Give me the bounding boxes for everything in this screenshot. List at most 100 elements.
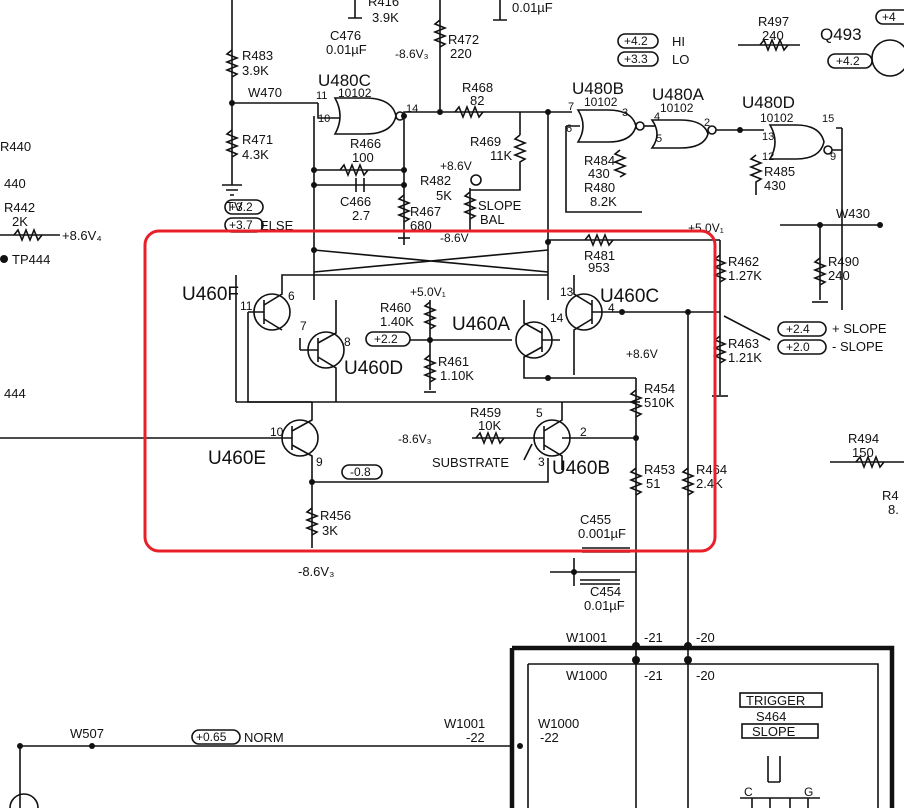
plus-slope-label: + SLOPE xyxy=(832,321,887,336)
pin-u460c-13: 13 xyxy=(560,285,574,299)
left-edge-section: R440 440 R442 2K +8.6V₄ TP444 444 xyxy=(0,139,270,439)
r456-val: 3K xyxy=(322,523,338,538)
c466-ref: C466 xyxy=(340,194,371,209)
r467-val: 680 xyxy=(410,218,432,233)
r483-val: 3.9K xyxy=(242,63,269,78)
u480b-part: 10102 xyxy=(584,95,618,109)
pin-u460d-8: 8 xyxy=(344,335,351,349)
r416-ref: R416 xyxy=(368,0,399,9)
bubble-q493-top: +4 xyxy=(882,10,896,24)
u480c-part: 10102 xyxy=(338,86,372,100)
r-edge-val: 8. xyxy=(888,502,899,517)
u480b-ref: U480B xyxy=(572,79,624,98)
v-pos86-r454: +8.6V xyxy=(626,347,658,361)
r485-val: 430 xyxy=(764,178,786,193)
r497-ref: R497 xyxy=(758,14,789,29)
w470-label: W470 xyxy=(248,85,282,100)
u480a-part: 10102 xyxy=(660,101,694,115)
pin-u480c-14: 14 xyxy=(406,103,418,115)
pin-u460f-11: 11 xyxy=(240,299,253,313)
conn-21b: -21 xyxy=(644,668,663,683)
u460e-ref: U460E xyxy=(208,448,266,469)
s464-label: S464 xyxy=(756,709,786,724)
w507-label: W507 xyxy=(70,726,104,741)
v-neg86-top: -8.6V₃ xyxy=(395,47,429,61)
trigger-label: TRIGGER xyxy=(746,693,805,708)
c466-val: 2.7 xyxy=(352,208,370,223)
v-neg86-partial: -8.6V xyxy=(440,231,469,245)
v-5-r460: +5.0V₁ xyxy=(410,285,446,299)
u480a-ref: U480A xyxy=(652,85,705,104)
r460-val: 1.40K xyxy=(380,314,414,329)
r454-val: 510K xyxy=(644,395,675,410)
norm-label: NORM xyxy=(244,730,284,745)
c455-val: 0.001µF xyxy=(578,526,626,541)
v-neg86-r456: -8.6V₃ xyxy=(298,564,334,579)
conn-22b: -22 xyxy=(540,730,559,745)
bubble-plus-slope-value: +2.4 xyxy=(786,322,810,336)
r460-ref: R460 xyxy=(380,300,411,315)
w1001-top: W1001 xyxy=(566,630,607,645)
r467-ref: R467 xyxy=(410,204,441,219)
r-edge-ref: R4 xyxy=(882,488,899,503)
v-neg86-r459: -8.6V₃ xyxy=(398,432,432,446)
r494-val: 150 xyxy=(852,445,874,460)
r464-ref: R464 xyxy=(696,462,727,477)
r440-ref: R440 xyxy=(0,139,31,154)
u460f-ref: U460F xyxy=(182,284,239,305)
r456-ref: R456 xyxy=(320,508,351,523)
pin-u460e-9: 9 xyxy=(316,455,323,469)
r472-val: 220 xyxy=(450,46,472,61)
tv-label: TV xyxy=(226,199,243,214)
substrate-label: SUBSTRATE xyxy=(432,455,509,470)
r468-ref: R468 xyxy=(462,80,493,95)
pin-u480b-3: 3 xyxy=(622,107,628,119)
r461-val: 1.10K xyxy=(440,368,474,383)
bubble-tv-value: +3.2 xyxy=(229,200,253,214)
pin-u480c-11: 11 xyxy=(316,90,327,102)
pin-u460b-5: 5 xyxy=(536,406,543,420)
bubble-norm-value: +0.65 xyxy=(196,730,227,744)
hi-label: HI xyxy=(672,34,685,49)
pin-u480d-9: 9 xyxy=(830,151,836,163)
r490-val: 240 xyxy=(828,268,850,283)
w1001-bottom: W1001 xyxy=(444,716,485,731)
r480-ref: R480 xyxy=(584,180,615,195)
r485-ref: R485 xyxy=(764,164,795,179)
r469-val: 11K xyxy=(490,148,512,163)
pin-u480b-6: 6 xyxy=(566,123,572,135)
bottom-section: C454 0.01µF W1001 -21 -20 W1000 -21 -20 … xyxy=(9,558,895,808)
pin-u460c-4: 4 xyxy=(608,301,615,315)
r471-ref: R471 xyxy=(242,132,273,147)
r484-val: 430 xyxy=(588,166,610,181)
r490-ref: R490 xyxy=(828,254,859,269)
r471-val: 4.3K xyxy=(242,147,269,162)
u480d-part: 10102 xyxy=(760,111,794,125)
switch-c-label: C xyxy=(744,785,753,799)
pin-u460b-3: 3 xyxy=(538,455,545,469)
c454-val: 0.01µF xyxy=(584,598,625,613)
conn-20b: -20 xyxy=(696,668,715,683)
r483-ref: R483 xyxy=(242,48,273,63)
bubble-q493-value: +4.2 xyxy=(836,54,860,68)
pin-u480a-4: 4 xyxy=(654,111,660,123)
conn-22a: -22 xyxy=(466,730,485,745)
r480-val: 8.2K xyxy=(590,194,617,209)
r466-ref: R466 xyxy=(350,136,381,151)
r463-val: 1.21K xyxy=(728,350,762,365)
bubble-08-value: -0.8 xyxy=(350,465,371,479)
bubble-else-value: +3.7 xyxy=(229,218,253,232)
r459-val: 10K xyxy=(478,418,501,433)
lo-label: LO xyxy=(672,52,689,67)
pin-u480a-5: 5 xyxy=(656,133,662,145)
c476-ref: C476 xyxy=(330,28,361,43)
slope-bal-1: SLOPE xyxy=(478,198,522,213)
else-label: ELSE xyxy=(260,218,294,233)
bubble-minus-slope-value: +2.0 xyxy=(786,340,810,354)
r442-val: 2K xyxy=(12,214,28,229)
pin-u480b-7: 7 xyxy=(568,101,574,113)
bubble-lo-value: +3.3 xyxy=(624,52,648,66)
r469-ref: R469 xyxy=(470,134,501,149)
r468-val: 82 xyxy=(470,93,484,108)
